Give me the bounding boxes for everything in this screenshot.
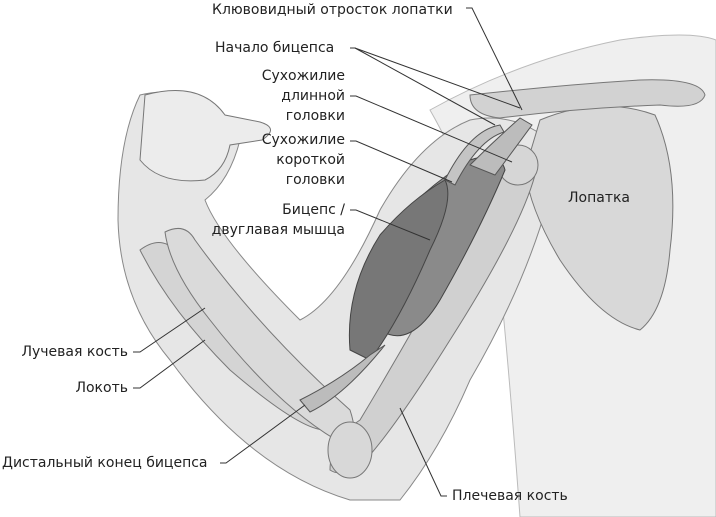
label-radius: Лучевая кость — [21, 344, 128, 360]
label-line: короткой — [276, 152, 345, 168]
label-distal-biceps: Дистальный конец бицепса — [2, 455, 208, 471]
label-scapula: Лопатка — [568, 190, 631, 206]
label-long-head-tendon: Сухожилие длинной головки — [262, 66, 345, 126]
label-line: двуглавая мышца — [211, 222, 345, 238]
short-head-tendon — [444, 124, 505, 186]
elbow-joint — [327, 421, 373, 479]
scapula-bone — [524, 105, 674, 331]
label-biceps-origin: Начало бицепса — [215, 40, 335, 56]
label-biceps: Бицепс / двуглавая мышца — [212, 200, 345, 240]
clavicle-bone — [469, 79, 706, 119]
label-humerus: Плечевая кость — [452, 488, 568, 504]
biceps-distal-tendon — [299, 344, 386, 413]
long-head-tendon — [469, 117, 533, 176]
label-line: головки — [285, 108, 345, 124]
label-line: Сухожилие — [261, 132, 345, 148]
label-line: Бицепс / — [282, 202, 345, 218]
leader-lines — [133, 7, 523, 497]
label-line: головки — [285, 172, 345, 188]
label-elbow: Локоть — [75, 380, 128, 396]
label-short-head-tendon: Сухожилие короткой головки — [262, 130, 345, 190]
label-line: длинной — [281, 88, 345, 104]
fist — [139, 90, 271, 182]
label-coracoid-process: Клювовидный отросток лопатки — [212, 2, 453, 18]
label-line: Сухожилие — [261, 68, 345, 84]
